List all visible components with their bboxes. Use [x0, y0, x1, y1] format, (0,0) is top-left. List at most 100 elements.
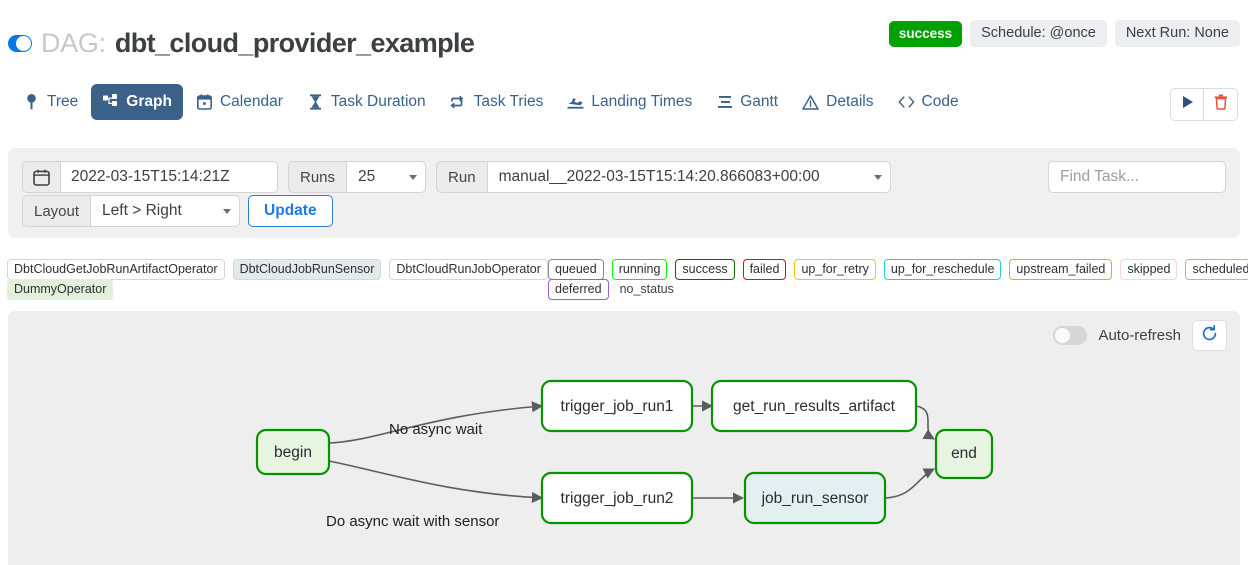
- find-task-input[interactable]: Find Task...: [1048, 161, 1226, 193]
- graph-node-job-run-sensor[interactable]: job_run_sensor: [743, 471, 887, 525]
- trigger-dag-button[interactable]: [1170, 88, 1204, 121]
- dag-graph-canvas[interactable]: No async wait Do async wait with sensor …: [8, 311, 1240, 565]
- tab-calendar[interactable]: Calendar: [185, 84, 294, 120]
- hourglass-icon: [307, 94, 324, 111]
- run-label: Run: [436, 161, 487, 193]
- legend-state-failed[interactable]: failed: [742, 259, 787, 281]
- legend-operators-row-1: DbtCloudGetJobRunArtifactOperator DbtClo…: [7, 259, 556, 281]
- legend-states-row-1: queued running success failed up_for_ret…: [548, 259, 1248, 281]
- tab-label: Task Tries: [473, 93, 544, 110]
- tab-gantt[interactable]: Gantt: [705, 84, 789, 120]
- tab-task-tries[interactable]: Task Tries: [439, 84, 555, 120]
- graph-node-get-run-results-artifact[interactable]: get_run_results_artifact: [710, 379, 918, 433]
- graph-node-end[interactable]: end: [934, 428, 994, 480]
- chevron-down-icon: [873, 174, 882, 180]
- edge-sensor-end: [884, 468, 936, 499]
- graph-edge-labels: No async wait Do async wait with sensor: [326, 421, 499, 530]
- legend-operator-chip[interactable]: DbtCloudGetJobRunArtifactOperator: [7, 259, 225, 281]
- legend-state-scheduled[interactable]: scheduled: [1185, 259, 1248, 281]
- code-brackets-icon: [898, 94, 915, 111]
- page-header: DAG: dbt_cloud_provider_example success …: [0, 0, 1248, 72]
- tab-label: Gantt: [740, 93, 779, 110]
- tab-label: Calendar: [219, 93, 283, 110]
- node-label: trigger_job_run1: [561, 398, 674, 415]
- chevron-down-icon: [409, 174, 418, 180]
- legend-states-row-2: deferred no_status: [548, 279, 689, 301]
- update-button[interactable]: Update: [248, 195, 333, 227]
- graph-panel-controls: Auto-refresh: [1053, 320, 1227, 351]
- graph-icon: [102, 94, 119, 111]
- legend-state-no-status[interactable]: no_status: [619, 282, 674, 296]
- toolbar-row-secondary: Layout Left > Right Update: [22, 195, 333, 227]
- graph-node-begin[interactable]: begin: [255, 428, 331, 476]
- tab-details[interactable]: Details: [791, 84, 884, 120]
- runs-label: Runs: [288, 161, 347, 193]
- view-tabbar: Tree Graph: [0, 84, 1248, 130]
- edge-begin-trigger-job-run1: [328, 401, 544, 444]
- page-title: DAG: dbt_cloud_provider_example: [8, 28, 475, 59]
- legend-operators-row-2: DummyOperator: [7, 279, 121, 301]
- runs-select[interactable]: 25: [346, 161, 427, 193]
- tree-icon: [23, 94, 40, 111]
- status-badge: success: [888, 20, 963, 47]
- legend-operator-chip[interactable]: DbtCloudJobRunSensor: [232, 259, 382, 281]
- dag-filter-toolbar: 2022-03-15T15:14:21Z Runs 25 Run manual_…: [8, 148, 1240, 238]
- legend-state-up-for-reschedule[interactable]: up_for_reschedule: [883, 259, 1002, 281]
- node-label: end: [951, 445, 977, 462]
- legend-state-queued[interactable]: queued: [548, 259, 604, 281]
- node-label: job_run_sensor: [761, 490, 869, 507]
- layout-select[interactable]: Left > Right: [90, 195, 241, 227]
- layout-select-value: Left > Right: [102, 202, 182, 219]
- edge-begin-trigger-job-run2: [328, 460, 544, 504]
- node-label: get_run_results_artifact: [733, 398, 896, 415]
- edge-label-do-async-wait: Do async wait with sensor: [326, 513, 499, 530]
- chevron-down-icon: [223, 208, 232, 214]
- edge-artifact-end: [915, 405, 935, 440]
- toolbar-row-primary: 2022-03-15T15:14:21Z Runs 25 Run manual_…: [22, 161, 891, 193]
- legend-operator-chip[interactable]: DummyOperator: [7, 279, 114, 301]
- legend-state-running[interactable]: running: [611, 259, 668, 281]
- dag-graph-panel: Auto-refresh: [8, 311, 1240, 565]
- runs-group: Runs 25: [288, 161, 427, 193]
- graph-node-trigger-job-run1[interactable]: trigger_job_run1: [540, 379, 694, 433]
- graph-edges: [328, 400, 936, 504]
- header-badge-group: success Schedule: @once Next Run: None: [888, 20, 1240, 47]
- layout-label: Layout: [22, 195, 91, 227]
- base-date-group: 2022-03-15T15:14:21Z: [22, 161, 278, 193]
- legend-state-deferred[interactable]: deferred: [548, 279, 609, 301]
- legend-state-upstream-failed[interactable]: upstream_failed: [1009, 259, 1113, 281]
- edge-label-no-async-wait: No async wait: [389, 421, 483, 438]
- legend-state-skipped[interactable]: skipped: [1120, 259, 1178, 281]
- legend-state-up-for-retry[interactable]: up_for_retry: [794, 259, 876, 281]
- tab-task-duration[interactable]: Task Duration: [296, 84, 437, 120]
- legend-state-success[interactable]: success: [675, 259, 735, 281]
- play-icon: [1181, 95, 1194, 114]
- legend-operator-chip[interactable]: DbtCloudRunJobOperator: [389, 259, 548, 281]
- landing-plane-icon: [567, 94, 584, 111]
- dag-pause-toggle[interactable]: [8, 35, 32, 52]
- auto-refresh-toggle[interactable]: [1053, 326, 1088, 345]
- next-run-badge: Next Run: None: [1114, 20, 1240, 47]
- tab-tree[interactable]: Tree: [12, 84, 89, 120]
- tab-landing-times[interactable]: Landing Times: [556, 84, 703, 120]
- dag-prefix-label: DAG:: [41, 28, 106, 58]
- run-select[interactable]: manual__2022-03-15T15:14:20.866083+00:00: [486, 161, 891, 193]
- refresh-button[interactable]: [1192, 320, 1227, 351]
- run-select-value: manual__2022-03-15T15:14:20.866083+00:00: [498, 168, 820, 185]
- delete-dag-button[interactable]: [1204, 88, 1238, 121]
- calendar-icon: [22, 161, 60, 193]
- runs-select-value: 25: [358, 168, 376, 185]
- graph-node-trigger-job-run2[interactable]: trigger_job_run2: [540, 471, 694, 525]
- run-group: Run manual__2022-03-15T15:14:20.866083+0…: [436, 161, 891, 193]
- tab-graph[interactable]: Graph: [91, 84, 183, 120]
- tab-label: Graph: [126, 93, 172, 110]
- refresh-icon: [1201, 324, 1218, 347]
- base-date-input[interactable]: 2022-03-15T15:14:21Z: [60, 161, 278, 193]
- dag-name-label: dbt_cloud_provider_example: [114, 28, 475, 58]
- tab-label: Code: [921, 93, 959, 110]
- tab-code[interactable]: Code: [887, 84, 970, 120]
- schedule-badge: Schedule: @once: [970, 20, 1107, 47]
- graph-legend: DbtCloudGetJobRunArtifactOperator DbtClo…: [0, 256, 1248, 306]
- node-label: begin: [274, 444, 312, 461]
